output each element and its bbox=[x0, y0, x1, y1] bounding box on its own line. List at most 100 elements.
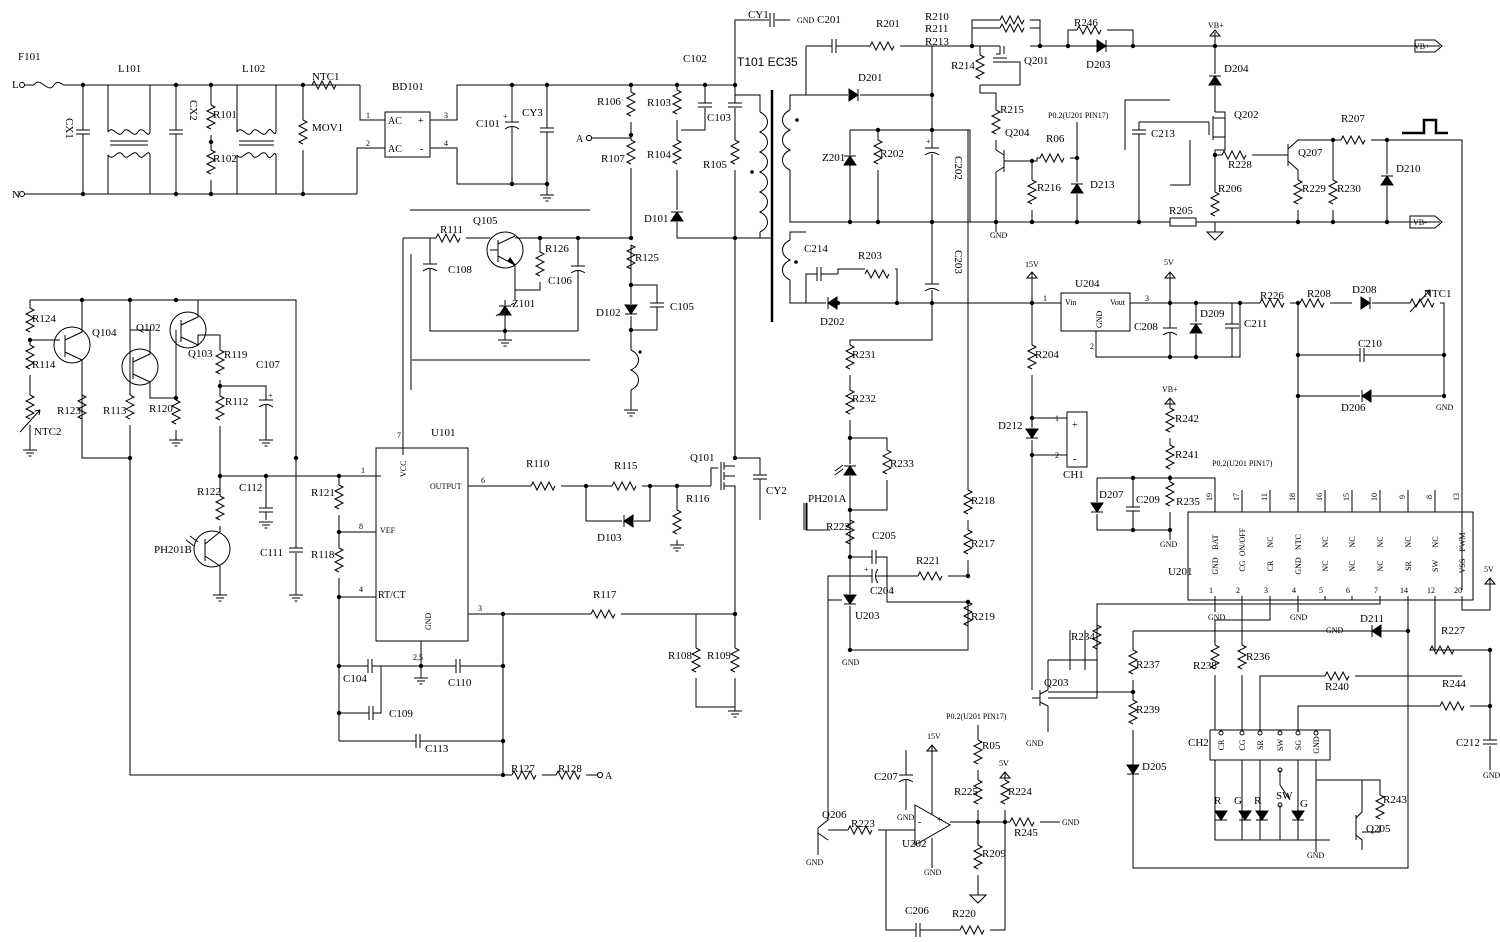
label-R211: R211 bbox=[925, 23, 948, 35]
ch2-pin-name-2: SR bbox=[1256, 739, 1265, 749]
u201-bot-pin-name-4: NC bbox=[1321, 560, 1330, 571]
label-C106: C106 bbox=[548, 275, 572, 287]
fuse-F101 bbox=[33, 81, 65, 89]
label-R238: R238 bbox=[1193, 660, 1217, 672]
ch1-plus: + bbox=[1072, 420, 1078, 431]
label-R235: R235 bbox=[1176, 496, 1200, 508]
label-C103: C103 bbox=[707, 112, 731, 124]
u201-top-pin-name-6: NC bbox=[1376, 536, 1385, 547]
p02-note-c: P0.2(U201 PIN17) bbox=[946, 712, 1007, 721]
u201-top-pin-name-9: PWM bbox=[1458, 532, 1467, 551]
label-T101: T101 EC35 bbox=[737, 55, 798, 69]
label-MOV1: MOV1 bbox=[312, 122, 343, 134]
label-N: N bbox=[12, 189, 20, 201]
u201-bot-pin-num-0: 1 bbox=[1209, 586, 1213, 595]
u201-top-pin-num-4: 16 bbox=[1315, 493, 1324, 501]
label-R237: R237 bbox=[1136, 659, 1160, 671]
gnd-u201-4: GND bbox=[1290, 613, 1308, 622]
label-R120: R120 bbox=[149, 403, 173, 415]
label-PH201B: PH201B bbox=[154, 544, 192, 556]
u101-pin4: 4 bbox=[359, 585, 363, 594]
resistor-R205 bbox=[1169, 217, 1197, 227]
label-D103: D103 bbox=[597, 532, 622, 544]
u204-pin1: 1 bbox=[1043, 294, 1047, 303]
label-Q201: Q201 bbox=[1024, 55, 1048, 67]
ch2-pin-name-0: CR bbox=[1217, 739, 1226, 750]
u201-top-pin-name-8: NC bbox=[1431, 536, 1440, 547]
ch2-pin-dot-2 bbox=[1257, 730, 1263, 736]
bd-ac2: AC bbox=[388, 144, 402, 155]
ch2-pin-name-5: GND bbox=[1312, 736, 1321, 754]
label-R246: R246 bbox=[1074, 17, 1098, 29]
label-D208: D208 bbox=[1352, 284, 1377, 296]
opamp-minus: - bbox=[918, 817, 921, 828]
label-C211: C211 bbox=[1244, 318, 1267, 330]
gnd-cy1: GND bbox=[797, 16, 815, 25]
label-C109: C109 bbox=[389, 708, 413, 720]
label-C207: C207 bbox=[874, 771, 898, 783]
label-R218: R218 bbox=[971, 495, 995, 507]
ch2-pin-dot-5 bbox=[1313, 730, 1319, 736]
label-D209: D209 bbox=[1200, 308, 1225, 320]
svg-text:+: + bbox=[268, 391, 273, 400]
u201-top-pin-num-0: 19 bbox=[1205, 493, 1214, 501]
label-Q105: Q105 bbox=[473, 215, 498, 227]
gnd-c207: GND bbox=[897, 813, 915, 822]
label-Q204: Q204 bbox=[1005, 127, 1030, 139]
u204-vout: Vout bbox=[1110, 298, 1126, 307]
label-D201: D201 bbox=[858, 72, 882, 84]
u201-bot-pin-num-4: 5 bbox=[1319, 586, 1323, 595]
u204-gnd: GND bbox=[1095, 310, 1104, 328]
label-NTC1: NTC1 bbox=[312, 71, 340, 83]
u201-bot-pin-name-9: VSS bbox=[1458, 559, 1467, 574]
label-D207: D207 bbox=[1099, 489, 1124, 501]
gnd-u201-1: GND bbox=[1208, 613, 1226, 622]
label-CH2: CH2 bbox=[1188, 737, 1209, 749]
u101-pin25: 2,5 bbox=[413, 653, 423, 662]
label-led-G1: G bbox=[1234, 795, 1242, 807]
ch2-pin-dot-4 bbox=[1295, 730, 1301, 736]
node-A-out: A bbox=[605, 771, 613, 782]
u101-pin8: 8 bbox=[359, 522, 363, 531]
label-NTC1b: NTC1 bbox=[1424, 288, 1452, 300]
label-R225: R225 bbox=[954, 786, 978, 798]
label-led-R1: R bbox=[1214, 795, 1222, 807]
u101-rtct: RT/CT bbox=[378, 590, 406, 601]
u201-bot-pin-num-6: 7 bbox=[1374, 586, 1378, 595]
label-U203: U203 bbox=[855, 610, 880, 622]
label-C113: C113 bbox=[425, 743, 449, 755]
protection-circuit: R124 R114 NTC2 Q104 R123 Q102 R113 Q103 … bbox=[19, 297, 503, 776]
label-U202: U202 bbox=[902, 838, 926, 850]
label-R236: R236 bbox=[1246, 651, 1270, 663]
label-R123: R123 bbox=[57, 405, 81, 417]
u201-top-pin-name-5: NC bbox=[1348, 536, 1357, 547]
u201-top-pin-name-1: ON/OFF bbox=[1238, 527, 1247, 556]
label-C112: C112 bbox=[239, 482, 262, 494]
label-R232: R232 bbox=[852, 393, 876, 405]
regulator-U204: D202 C214 R203 C203 15V U204 Vin Vout GN… bbox=[804, 222, 1454, 490]
label-D210: D210 bbox=[1396, 163, 1421, 175]
u101-pin3: 3 bbox=[478, 604, 482, 613]
label-U101: U101 bbox=[431, 427, 455, 439]
u201-top-pin-num-3: 18 bbox=[1288, 493, 1297, 501]
label-R115: R115 bbox=[614, 460, 638, 472]
u201-bot-pin-num-2: 3 bbox=[1264, 586, 1268, 595]
vbplus-rail: VB+ bbox=[1414, 42, 1430, 51]
u201-bot-pin-num-9: 20 bbox=[1454, 586, 1462, 595]
u204-pin2: 2 bbox=[1090, 342, 1094, 351]
u201-bot-pin-num-5: 6 bbox=[1346, 586, 1350, 595]
u101-pin6: 6 bbox=[481, 476, 485, 485]
label-C108: C108 bbox=[448, 264, 472, 276]
label-U204: U204 bbox=[1075, 278, 1100, 290]
label-R217: R217 bbox=[971, 538, 995, 550]
label-R239: R239 bbox=[1136, 704, 1160, 716]
label-C210: C210 bbox=[1358, 338, 1382, 350]
label-R102: R102 bbox=[213, 153, 237, 165]
ch1-minus: - bbox=[1073, 454, 1076, 465]
transistor-Q104 bbox=[53, 326, 91, 364]
label-Q103: Q103 bbox=[188, 348, 213, 360]
label-R227: R227 bbox=[1441, 625, 1465, 637]
label-Q202: Q202 bbox=[1234, 109, 1258, 121]
u201-pins: BAT19GND1ON/OFF17CG2NC11CR3NTC18GND4NC16… bbox=[1205, 490, 1467, 600]
label-R127: R127 bbox=[511, 763, 535, 775]
